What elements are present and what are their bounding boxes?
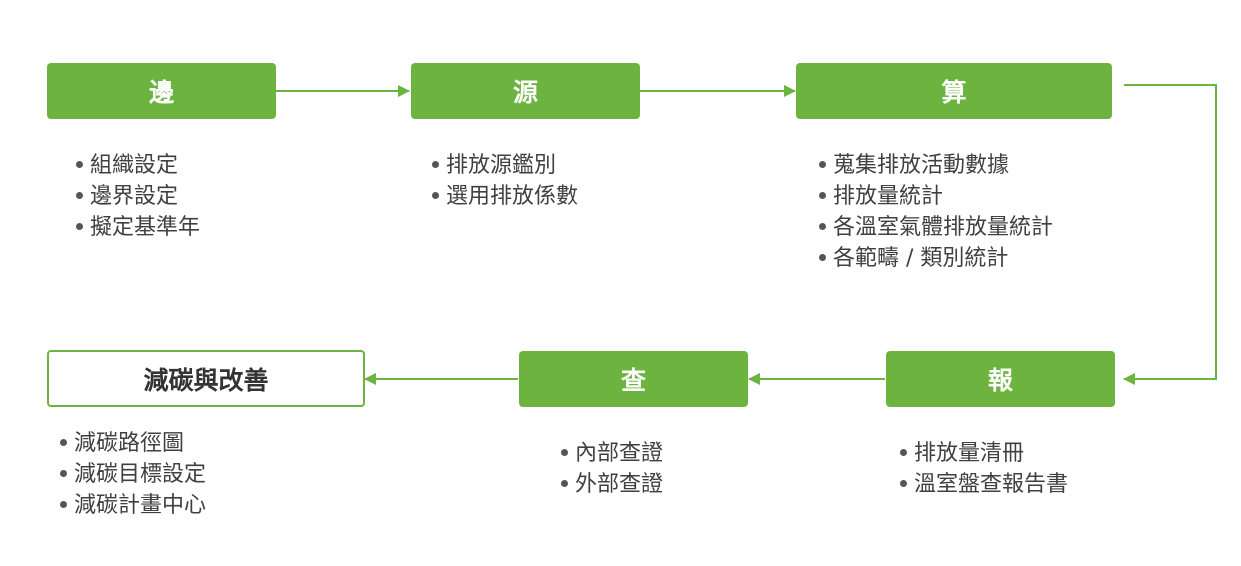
step-box-boundary: 邊	[47, 63, 276, 119]
arrow-step3-to-step4	[1123, 84, 1217, 385]
step-box-source: 源	[411, 63, 640, 119]
list-item: 各範疇 / 類別統計	[819, 243, 1053, 274]
step-box-calculate: 算	[796, 63, 1112, 119]
bullet-icon	[819, 222, 826, 230]
list-item: 減碳路徑圖	[60, 428, 206, 459]
list-item: 減碳目標設定	[60, 459, 206, 490]
list-item: 外部查證	[561, 469, 663, 500]
bullet-icon	[432, 191, 439, 199]
bullet-icon	[60, 500, 67, 508]
bullet-icon	[819, 191, 826, 199]
bullet-icon	[900, 479, 907, 487]
bullet-icon	[60, 469, 67, 477]
bullet-icon	[819, 253, 826, 261]
list-item: 邊界設定	[76, 181, 200, 212]
list-item: 擬定基準年	[76, 212, 200, 243]
step-list-reduction: 減碳路徑圖 減碳目標設定 減碳計畫中心	[60, 428, 206, 521]
list-item: 內部查證	[561, 438, 663, 469]
bullet-icon	[561, 479, 568, 487]
list-item: 排放量統計	[819, 181, 1053, 212]
step-list-source: 排放源鑑別 選用排放係數	[432, 150, 578, 212]
list-item: 溫室盤查報告書	[900, 469, 1068, 500]
list-item: 組織設定	[76, 150, 200, 181]
step-box-verify: 查	[519, 351, 748, 407]
bullet-icon	[76, 160, 83, 168]
bullet-icon	[432, 160, 439, 168]
step-box-reduction: 減碳與改善	[47, 350, 365, 407]
bullet-icon	[76, 191, 83, 199]
list-item: 蒐集排放活動數據	[819, 150, 1053, 181]
bullet-icon	[900, 448, 907, 456]
step-list-verify: 內部查證 外部查證	[561, 438, 663, 500]
bullet-icon	[76, 222, 83, 230]
list-item: 選用排放係數	[432, 181, 578, 212]
step-list-report: 排放量清冊 溫室盤查報告書	[900, 438, 1068, 500]
step-list-boundary: 組織設定 邊界設定 擬定基準年	[76, 150, 200, 243]
step-box-report: 報	[886, 351, 1115, 407]
bullet-icon	[60, 438, 67, 446]
bullet-icon	[819, 160, 826, 168]
list-item: 排放源鑑別	[432, 150, 578, 181]
list-item: 減碳計畫中心	[60, 490, 206, 521]
list-item: 各溫室氣體排放量統計	[819, 212, 1053, 243]
list-item: 排放量清冊	[900, 438, 1068, 469]
bullet-icon	[561, 448, 568, 456]
step-list-calculate: 蒐集排放活動數據 排放量統計 各溫室氣體排放量統計 各範疇 / 類別統計	[819, 150, 1053, 274]
